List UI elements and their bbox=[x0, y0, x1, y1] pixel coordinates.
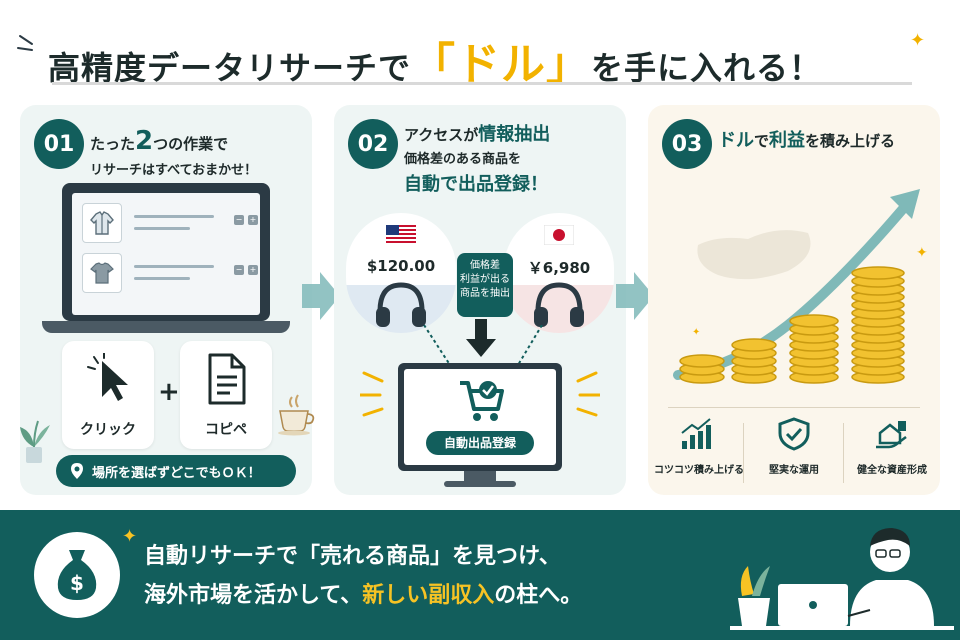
tshirt-icon bbox=[82, 253, 122, 293]
document-icon bbox=[208, 353, 246, 405]
sparkle-icon: ✦ bbox=[122, 526, 138, 547]
banner-message: 自動リサーチで「売れる商品」を見つけ、 海外市場を活かして、新しい副収入の柱へ。 bbox=[144, 538, 582, 615]
extract-text: 価格差 bbox=[470, 260, 500, 271]
step-text-part: たった bbox=[90, 135, 136, 153]
title-underline bbox=[52, 82, 912, 85]
copy-paste-card: コピペ bbox=[180, 341, 272, 449]
step-text-highlight: 情報抽出 bbox=[478, 124, 551, 145]
location-text: 場所を選ばずどこでもＯＫ！ bbox=[92, 465, 261, 481]
step-text-part: で bbox=[754, 132, 770, 150]
divider bbox=[668, 407, 920, 408]
shopping-cart-icon bbox=[460, 381, 504, 421]
svg-text:$: $ bbox=[70, 571, 84, 595]
laptop-illustration: − + − + bbox=[62, 183, 270, 321]
step-text-number: 2 bbox=[135, 126, 154, 156]
map-pin-icon bbox=[71, 463, 83, 479]
jp-price: ￥6,980 bbox=[527, 259, 591, 277]
step-subtext: リサーチはすべておまかせ！ bbox=[90, 163, 258, 179]
step-text-highlight: ドル bbox=[718, 130, 754, 151]
step-text-part: を積み上げる bbox=[805, 132, 896, 150]
svg-text:✦: ✦ bbox=[692, 327, 700, 338]
step-heading: アクセスが情報抽出 価格差のある商品を 自動で出品登録！ bbox=[404, 121, 550, 199]
money-bag-badge: $ bbox=[34, 532, 120, 618]
feature-item: 堅実な運用 bbox=[752, 417, 836, 476]
banner-line-2-post: の柱へ。 bbox=[494, 582, 583, 608]
monitor-stand bbox=[464, 471, 496, 483]
banner-highlight: 新しい副収入 bbox=[362, 582, 495, 608]
banner-line-2-pre: 海外市場を活かして、 bbox=[144, 582, 363, 608]
arrow-down-icon bbox=[466, 319, 496, 357]
step-number: 02 bbox=[348, 119, 398, 169]
banner-line-1: 自動リサーチで「売れる商品」を見つけ、 bbox=[144, 544, 561, 569]
click-card: クリック bbox=[62, 341, 154, 449]
person-at-laptop-illustration bbox=[730, 528, 954, 630]
us-flag-icon bbox=[386, 225, 416, 245]
jacket-icon bbox=[82, 203, 122, 243]
click-label: クリック bbox=[80, 422, 136, 438]
title-suffix: を手に入れる！ bbox=[591, 49, 823, 87]
copy-paste-label: コピペ bbox=[205, 422, 247, 438]
step-subtext: 価格差のある商品を bbox=[404, 151, 522, 167]
title-prefix: 高精度データリサーチで bbox=[48, 49, 412, 87]
plus-sign: + bbox=[158, 377, 180, 407]
feature-item: 健全な資産形成 bbox=[850, 417, 934, 476]
house-money-icon bbox=[876, 421, 907, 449]
japan-flag-icon bbox=[544, 225, 574, 245]
svg-text:✦: ✦ bbox=[916, 245, 928, 261]
title-quote-close: 」 bbox=[546, 39, 592, 90]
step-heading: たった2つの作業で リサーチはすべておまかせ！ bbox=[90, 121, 257, 181]
arrow-right-icon bbox=[616, 272, 654, 320]
bottom-banner: $ ✦ 自動リサーチで「売れる商品」を見つけ、 海外市場を活かして、新しい副収入… bbox=[0, 510, 960, 640]
feature-label: 堅実な運用 bbox=[769, 465, 819, 476]
page-title: 高精度データリサーチで「ドル」を手に入れる！ bbox=[48, 28, 822, 92]
headphones-icon bbox=[534, 282, 584, 327]
step-panel-3: 03 ドルで利益を積み上げる ✦ ✦ コツコツ積み上げる 堅実な運用 bbox=[648, 105, 940, 495]
title-area: 高精度データリサーチで「ドル」を手に入れる！ ✦ bbox=[0, 0, 960, 100]
step-panel-2: 02 アクセスが情報抽出 価格差のある商品を 自動で出品登録！ $120.00 … bbox=[334, 105, 626, 495]
cursor-icon bbox=[87, 353, 128, 401]
sparkle-icon: ✦ bbox=[910, 30, 926, 51]
step-number: 01 bbox=[34, 119, 84, 169]
auto-listing-label: 自動出品登録 bbox=[426, 431, 534, 455]
step-emphasis: 自動で出品登録！ bbox=[404, 173, 548, 195]
laptop-base bbox=[42, 321, 290, 333]
coffee-cup-icon bbox=[278, 394, 315, 436]
accent-lines-icon bbox=[17, 35, 33, 51]
feature-item: コツコツ積み上げる bbox=[654, 417, 744, 476]
step-text-highlight: 利益 bbox=[769, 130, 806, 151]
emphasis-lines-icon bbox=[360, 371, 600, 417]
extract-badge: 価格差 利益が出る 商品を抽出 bbox=[457, 253, 513, 317]
step-number: 03 bbox=[662, 119, 712, 169]
shield-check-icon bbox=[778, 417, 810, 451]
feature-label: 健全な資産形成 bbox=[857, 465, 927, 476]
jp-price-card: ￥6,980 bbox=[504, 213, 614, 333]
step-panel-1: 01 たった2つの作業で リサーチはすべておまかせ！ − + − bbox=[20, 105, 315, 495]
headphones-icon bbox=[376, 282, 426, 327]
plant-icon bbox=[20, 420, 50, 463]
us-price-card: $120.00 bbox=[346, 213, 456, 333]
divider bbox=[743, 423, 744, 483]
extract-text: 商品を抽出 bbox=[460, 288, 510, 299]
money-bag-icon: $ bbox=[57, 550, 97, 600]
feature-label: コツコツ積み上げる bbox=[654, 465, 744, 476]
title-quote-open: 「 bbox=[411, 39, 457, 90]
extract-text: 利益が出る bbox=[460, 274, 510, 285]
step-text-part: アクセスが bbox=[404, 126, 479, 144]
monitor-illustration: 自動出品登録 bbox=[398, 363, 562, 471]
title-highlight: ドル bbox=[456, 39, 547, 90]
monitor-foot bbox=[444, 481, 516, 487]
step-text-part: つの作業で bbox=[153, 135, 229, 153]
growth-chart-icon bbox=[681, 418, 711, 449]
dotted-lines bbox=[423, 325, 543, 366]
us-price: $120.00 bbox=[366, 257, 436, 275]
arrow-right-icon bbox=[302, 272, 340, 320]
divider bbox=[843, 423, 844, 483]
step-heading: ドルで利益を積み上げる bbox=[718, 127, 895, 155]
location-badge: 場所を選ばずどこでもＯＫ！ bbox=[56, 455, 296, 487]
coin-stacks-illustration: ✦ ✦ bbox=[673, 189, 928, 384]
